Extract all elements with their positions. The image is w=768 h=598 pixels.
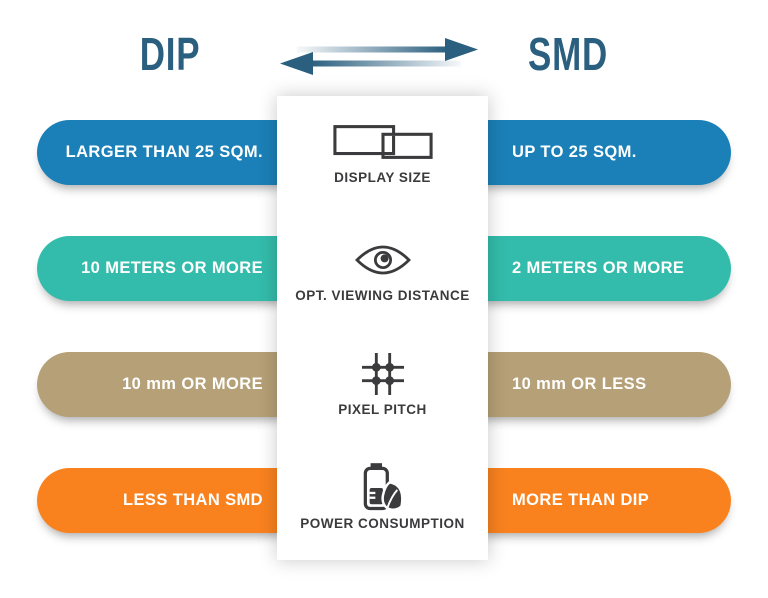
smd-pixel-pitch-pill: 10 mm OR LESS bbox=[478, 352, 731, 417]
metric-viewing-distance: OPT. VIEWING DISTANCE bbox=[277, 232, 488, 304]
metric-display-size: DISPLAY SIZE bbox=[277, 114, 488, 186]
metric-label-viewing-distance: OPT. VIEWING DISTANCE bbox=[295, 288, 470, 303]
smd-pixel-pitch-value: 10 mm OR LESS bbox=[512, 375, 647, 393]
dip-display-size-value: LARGER THAN 25 SQM. bbox=[65, 143, 263, 161]
dip-title: DIP bbox=[139, 28, 201, 80]
battery-leaf-icon bbox=[362, 460, 404, 516]
arrow-left-head bbox=[280, 52, 313, 75]
bidirectional-arrow-icon bbox=[279, 37, 479, 77]
arrow-left-shaft bbox=[311, 60, 461, 67]
smd-display-size-value: UP TO 25 SQM. bbox=[512, 143, 637, 161]
eye-icon bbox=[354, 232, 411, 288]
dip-viewing-distance-value: 10 METERS OR MORE bbox=[81, 259, 263, 277]
smd-title: SMD bbox=[528, 28, 608, 80]
dip-display-size-pill: LARGER THAN 25 SQM. bbox=[37, 120, 287, 185]
metric-label-display-size: DISPLAY SIZE bbox=[334, 170, 431, 185]
dip-power-consumption-pill: LESS THAN SMD bbox=[37, 468, 287, 533]
smd-power-consumption-pill: MORE THAN DIP bbox=[478, 468, 731, 533]
smd-power-consumption-value: MORE THAN DIP bbox=[512, 491, 650, 509]
display-size-icon bbox=[332, 114, 433, 170]
metric-label-pixel-pitch: PIXEL PITCH bbox=[338, 402, 427, 417]
pixel-grid-icon bbox=[361, 346, 404, 402]
dip-pixel-pitch-value: 10 mm OR MORE bbox=[122, 375, 263, 393]
metric-power-consumption: POWER CONSUMPTION bbox=[277, 460, 488, 532]
smd-viewing-distance-pill: 2 METERS OR MORE bbox=[478, 236, 731, 301]
smd-viewing-distance-value: 2 METERS OR MORE bbox=[512, 259, 685, 277]
arrow-right-shaft bbox=[297, 46, 447, 53]
metric-pixel-pitch: PIXEL PITCH bbox=[277, 346, 488, 418]
dip-power-consumption-value: LESS THAN SMD bbox=[123, 491, 263, 509]
smd-display-size-pill: UP TO 25 SQM. bbox=[478, 120, 731, 185]
dip-pixel-pitch-pill: 10 mm OR MORE bbox=[37, 352, 287, 417]
center-metric-panel bbox=[277, 96, 488, 560]
dip-viewing-distance-pill: 10 METERS OR MORE bbox=[37, 236, 287, 301]
arrow-right-head bbox=[445, 38, 478, 61]
metric-label-power-consumption: POWER CONSUMPTION bbox=[300, 516, 465, 531]
